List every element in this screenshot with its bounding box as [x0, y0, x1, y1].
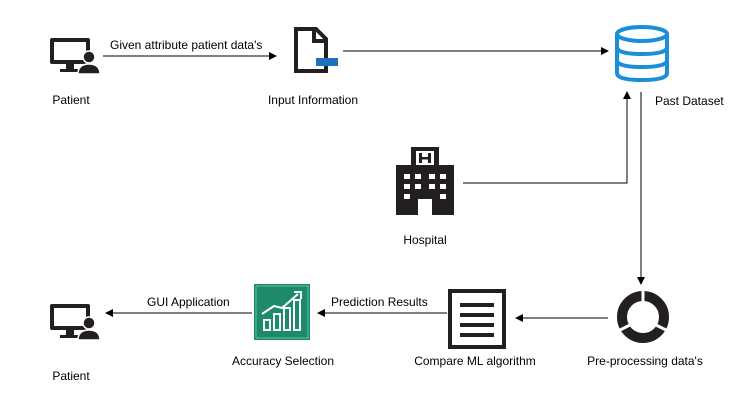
patient-monitor-icon — [50, 304, 101, 341]
node-label-patient-bottom: Patient — [52, 369, 90, 383]
document-icon — [294, 27, 338, 73]
edge-hospital-to-dataset — [463, 91, 631, 184]
node-label-input-information: Input Information — [267, 93, 359, 107]
node-label-patient-top: Patient — [52, 93, 90, 107]
edge-label-given-attribute: Given attribute patient data's — [110, 38, 263, 52]
patient-monitor-icon — [50, 38, 101, 75]
ring-icon — [617, 291, 669, 343]
list-icon — [448, 289, 506, 349]
hospital-icon — [396, 147, 454, 215]
node-label-accuracy-selection: Accuracy Selection — [231, 354, 335, 368]
chart-icon — [254, 284, 310, 340]
node-label-preprocessing: Pre-processing data's — [587, 354, 703, 368]
edge-label-prediction-results: Prediction Results — [331, 295, 428, 309]
edges — [103, 47, 645, 322]
node-label-hospital: Hospital — [403, 233, 447, 247]
node-label-compare-ml: Compare ML algorithm — [414, 354, 536, 368]
node-label-past-dataset: Past Dataset — [655, 94, 724, 108]
database-icon — [615, 25, 669, 83]
edge-label-gui-application: GUI Application — [147, 295, 230, 309]
